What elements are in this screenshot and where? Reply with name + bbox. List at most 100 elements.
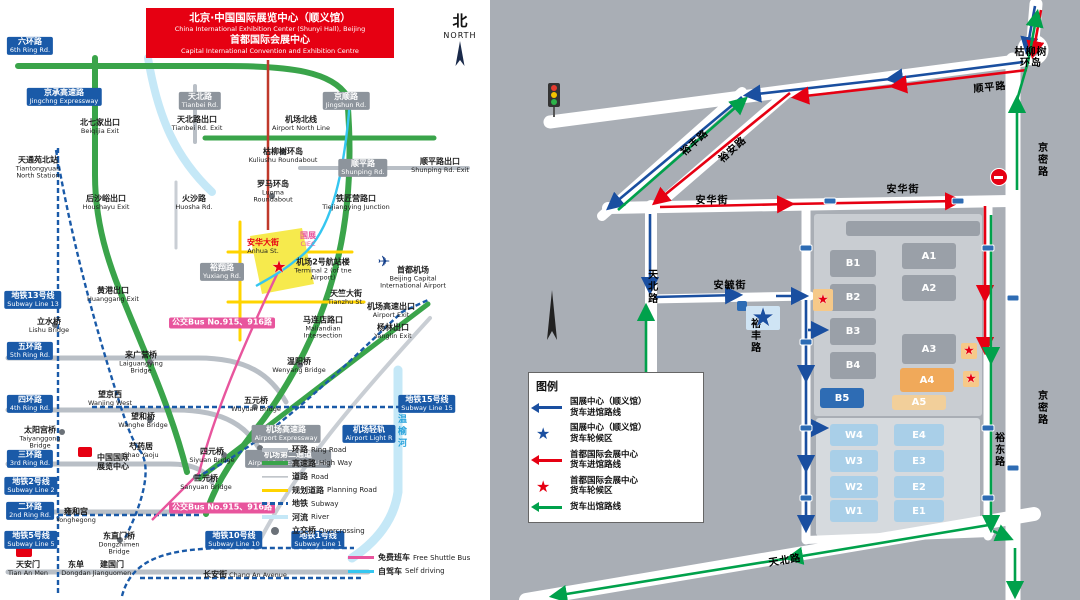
ciec-old-venue-label: 中国国际展览中心 <box>97 453 129 471</box>
legend-title: 图例 <box>536 380 558 393</box>
map-label: 安毓街 <box>713 280 747 292</box>
venue-top-bar <box>846 221 980 236</box>
exhibition-hall: B4 <box>830 352 876 379</box>
map-label: 天北路 <box>767 552 803 569</box>
ciec-truck-waiting-star: ★ <box>751 303 775 333</box>
kuliushu-roundabout-label: 枯柳树环岛 <box>1014 46 1048 69</box>
red-star-icon <box>536 477 570 496</box>
compass-icon <box>455 41 465 66</box>
exhibition-hall: B2 <box>830 284 876 311</box>
exhibition-hall: E3 <box>894 450 944 472</box>
banner-title-en: China International Exhibition Center (S… <box>174 25 366 34</box>
banner-subtitle-en: Capital International Convention and Exh… <box>181 46 359 55</box>
cicec-waiting-pad-east-1 <box>961 343 977 359</box>
planning-road-swatch <box>262 488 288 492</box>
river-swatch <box>262 515 288 520</box>
self-driving-swatch <box>348 569 374 573</box>
map-label <box>981 244 995 252</box>
title-banner: 北京·中国国际展览中心（顺义馆） China International Exh… <box>146 8 394 58</box>
blue-arrow-icon <box>531 402 570 413</box>
road-swatch <box>262 475 288 478</box>
parking-icon <box>737 301 747 311</box>
cicec-waiting-pad-east-2 <box>963 371 979 387</box>
overcrossing-swatch <box>271 526 279 535</box>
ciec-building-icon <box>78 447 92 457</box>
map-label: 裕安路 <box>716 134 749 166</box>
exhibition-hall: E4 <box>894 424 944 446</box>
map-label: 裕丰路 <box>748 318 760 354</box>
shuttle-swatch <box>348 556 374 560</box>
exhibition-hall: B3 <box>830 318 876 345</box>
map-label <box>1006 294 1020 302</box>
cicec-waiting-star-east-1: ★ <box>963 343 975 359</box>
exhibition-hall: E1 <box>894 500 944 522</box>
traffic-light-icon <box>548 83 560 117</box>
map-label: 天北路 <box>645 269 657 305</box>
exhibition-hall: A4 <box>900 368 954 392</box>
green-arrow-icon <box>531 502 570 513</box>
map-label: 顺平路 <box>973 80 1007 96</box>
banner-subtitle-zh: 首都国际会展中心 <box>230 34 310 46</box>
map-label: 京密路 <box>1035 142 1047 178</box>
cicec-waiting-pad-west <box>813 289 833 311</box>
map-label: 公交Bus No.915、916路 <box>169 502 275 514</box>
legend-item-blue-waiting: 国展中心（顺义馆）货车轮候区 <box>536 423 696 444</box>
highway-swatch <box>262 461 288 466</box>
map-label <box>823 197 837 205</box>
ciec-waiting-pad <box>746 306 780 330</box>
north-label-zh: 北 <box>452 12 468 30</box>
airport-plane-icon: ✈ <box>377 252 391 271</box>
map-label <box>799 424 813 432</box>
red-arrow-icon <box>531 455 570 466</box>
map-label: 安华街 <box>886 184 920 196</box>
legend-item-green-route: 货车出馆路线 <box>531 502 696 513</box>
map-label <box>981 424 995 432</box>
tiananmen-icon <box>16 547 32 557</box>
map-label: 安华街 <box>695 195 729 207</box>
